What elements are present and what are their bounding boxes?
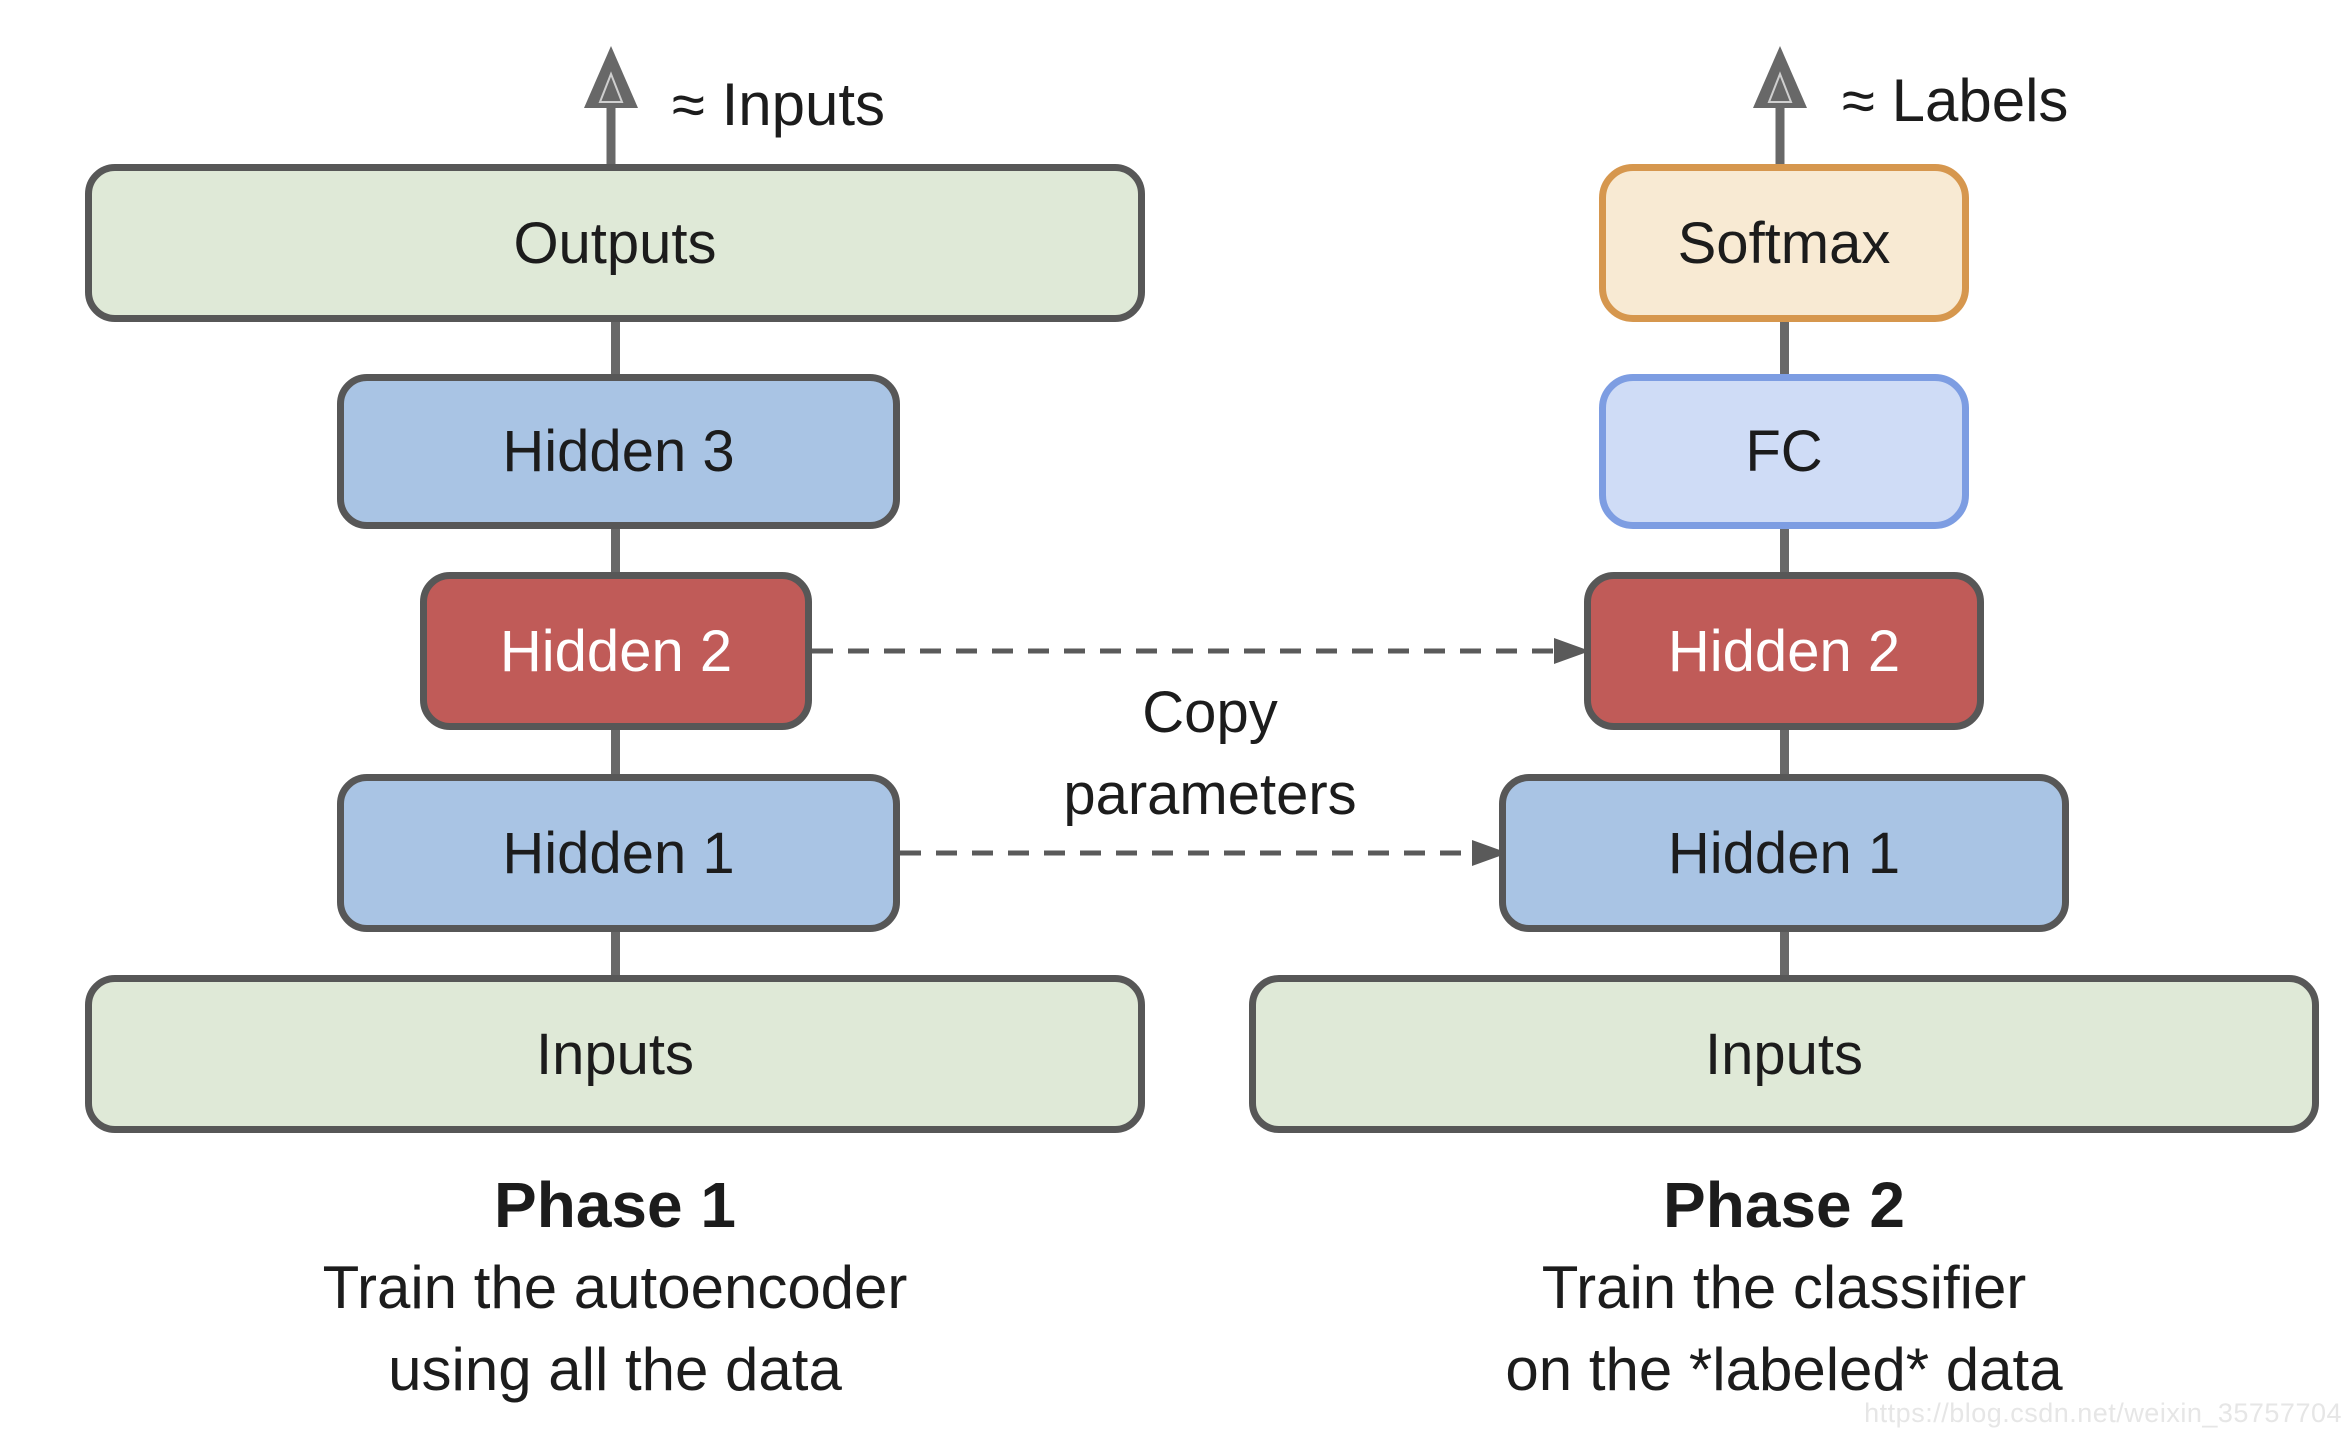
hidden3-box-left: Hidden 3 (337, 374, 900, 529)
hidden2-box-right: Hidden 2 (1584, 572, 1984, 730)
phase2-title: Phase 2 (1663, 1169, 1905, 1241)
connector-line (1780, 728, 1789, 776)
connector-line (1780, 322, 1789, 376)
connector-line (611, 930, 620, 977)
phase1-title: Phase 1 (494, 1169, 736, 1241)
up-arrow-icon-left (584, 46, 638, 170)
outputs-box-left: Outputs (85, 164, 1145, 322)
hidden1-box-right: Hidden 1 (1499, 774, 2069, 932)
approx-inputs-label: ≈ Inputs (672, 71, 886, 138)
phase1-caption: Phase 1 Train the autoencoder using all … (215, 1163, 1015, 1411)
inputs-box-left: Inputs (85, 975, 1145, 1133)
copy-parameters-line1: Copy (1142, 680, 1278, 745)
connector-line (611, 322, 620, 376)
phase1-line2: using all the data (388, 1336, 842, 1403)
softmax-box: Softmax (1599, 164, 1969, 322)
phase1-line1: Train the autoencoder (322, 1254, 908, 1321)
copy-parameters-label: Copy parameters (1010, 672, 1410, 836)
copy-arrow-hidden2-icon (812, 638, 1590, 664)
connector-line (1780, 930, 1789, 977)
watermark-url: https://blog.csdn.net/weixin_35757704 (1864, 1398, 2342, 1428)
up-arrow-icon-right (1753, 46, 1807, 170)
connector-line (611, 728, 620, 776)
fc-box: FC (1599, 374, 1969, 529)
phase2-line2: on the *labeled* data (1505, 1336, 2063, 1403)
inputs-box-right: Inputs (1249, 975, 2319, 1133)
hidden1-box-left: Hidden 1 (337, 774, 900, 932)
copy-parameters-line2: parameters (1063, 762, 1357, 827)
copy-arrow-hidden1-icon (900, 840, 1508, 866)
connector-line (611, 528, 620, 574)
connector-line (1780, 528, 1789, 574)
approx-labels-label: ≈ Labels (1842, 67, 2069, 134)
phase2-line1: Train the classifier (1541, 1254, 2027, 1321)
phase2-caption: Phase 2 Train the classifier on the *lab… (1384, 1163, 2184, 1411)
hidden2-box-left: Hidden 2 (420, 572, 812, 730)
